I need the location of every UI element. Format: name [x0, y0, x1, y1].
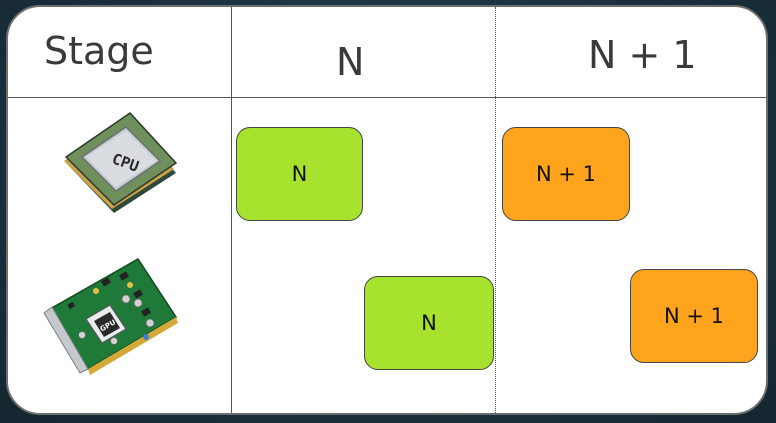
stage-column-divider	[231, 7, 232, 413]
gpu-frame-n-plus-1-box: N + 1	[630, 269, 758, 363]
pipeline-stage-table: Stage N N + 1 CPU	[6, 5, 768, 415]
cpu-chip-icon: CPU	[54, 105, 186, 235]
gpu-frame-n-box: N	[364, 276, 494, 370]
cpu-frame-n-plus-1-box: N + 1	[502, 127, 630, 221]
cpu-frame-n-box: N	[236, 127, 363, 221]
stage-column-header: Stage	[44, 29, 154, 73]
frame-n-header: N	[336, 40, 365, 84]
gpu-card-icon: GPU	[42, 251, 182, 379]
frame-n-plus-1-header: N + 1	[588, 33, 697, 77]
frame-boundary-divider	[495, 7, 496, 413]
header-divider	[8, 97, 766, 98]
